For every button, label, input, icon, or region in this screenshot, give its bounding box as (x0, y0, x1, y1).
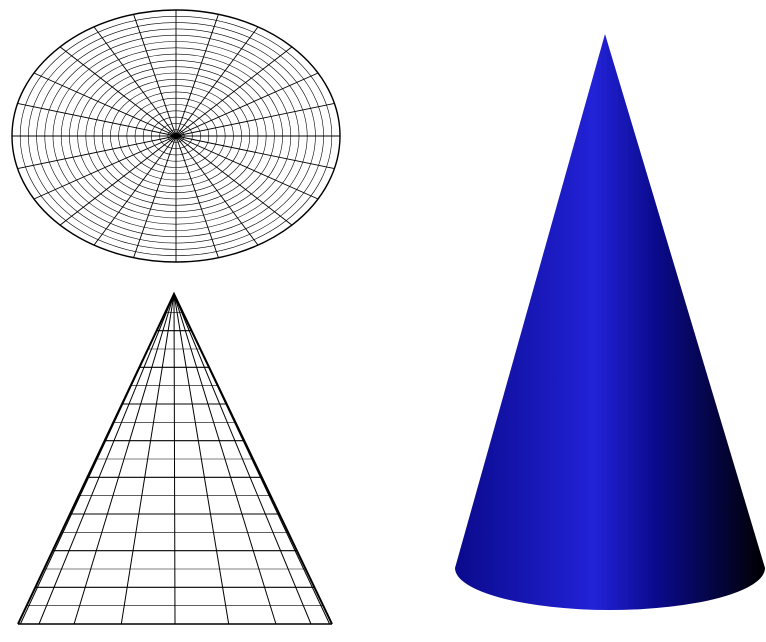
front-view-meridian (173, 293, 230, 625)
top-view-spoke (175, 26, 259, 137)
top-view-spoke (175, 135, 259, 246)
top-view-spoke (93, 26, 177, 137)
cone-top-view-wireframe (11, 9, 341, 263)
top-view-spoke (175, 72, 319, 137)
top-view-spoke (175, 135, 335, 170)
top-view-spoke (17, 102, 177, 137)
cone-front-view-wireframe (17, 291, 333, 625)
top-view-spoke (175, 135, 293, 226)
top-view-spoke (59, 46, 177, 137)
top-view-spoke (175, 14, 219, 137)
front-view-outline (17, 291, 333, 625)
top-view-spoke (175, 102, 335, 137)
top-view-spoke (133, 135, 177, 258)
front-view-meridian (173, 293, 277, 625)
front-view-meridian (38, 293, 175, 625)
shaded-cone-body (455, 34, 765, 610)
top-view-spoke (17, 135, 177, 170)
front-view-meridian (73, 293, 175, 625)
top-view-spoke (175, 46, 293, 137)
top-view-spoke (175, 135, 319, 200)
top-view-spoke (59, 135, 177, 226)
top-view-spoke (133, 14, 177, 137)
top-view-apex (173, 133, 179, 139)
front-view-meridian (173, 293, 176, 625)
top-view-spoke (33, 135, 177, 200)
front-view-meridian (173, 293, 312, 625)
top-view-spoke (33, 72, 177, 137)
top-view-spoke (175, 135, 219, 258)
top-view-spoke (93, 135, 177, 246)
cone-shaded-render (455, 34, 765, 610)
front-view-meridian (120, 293, 175, 625)
